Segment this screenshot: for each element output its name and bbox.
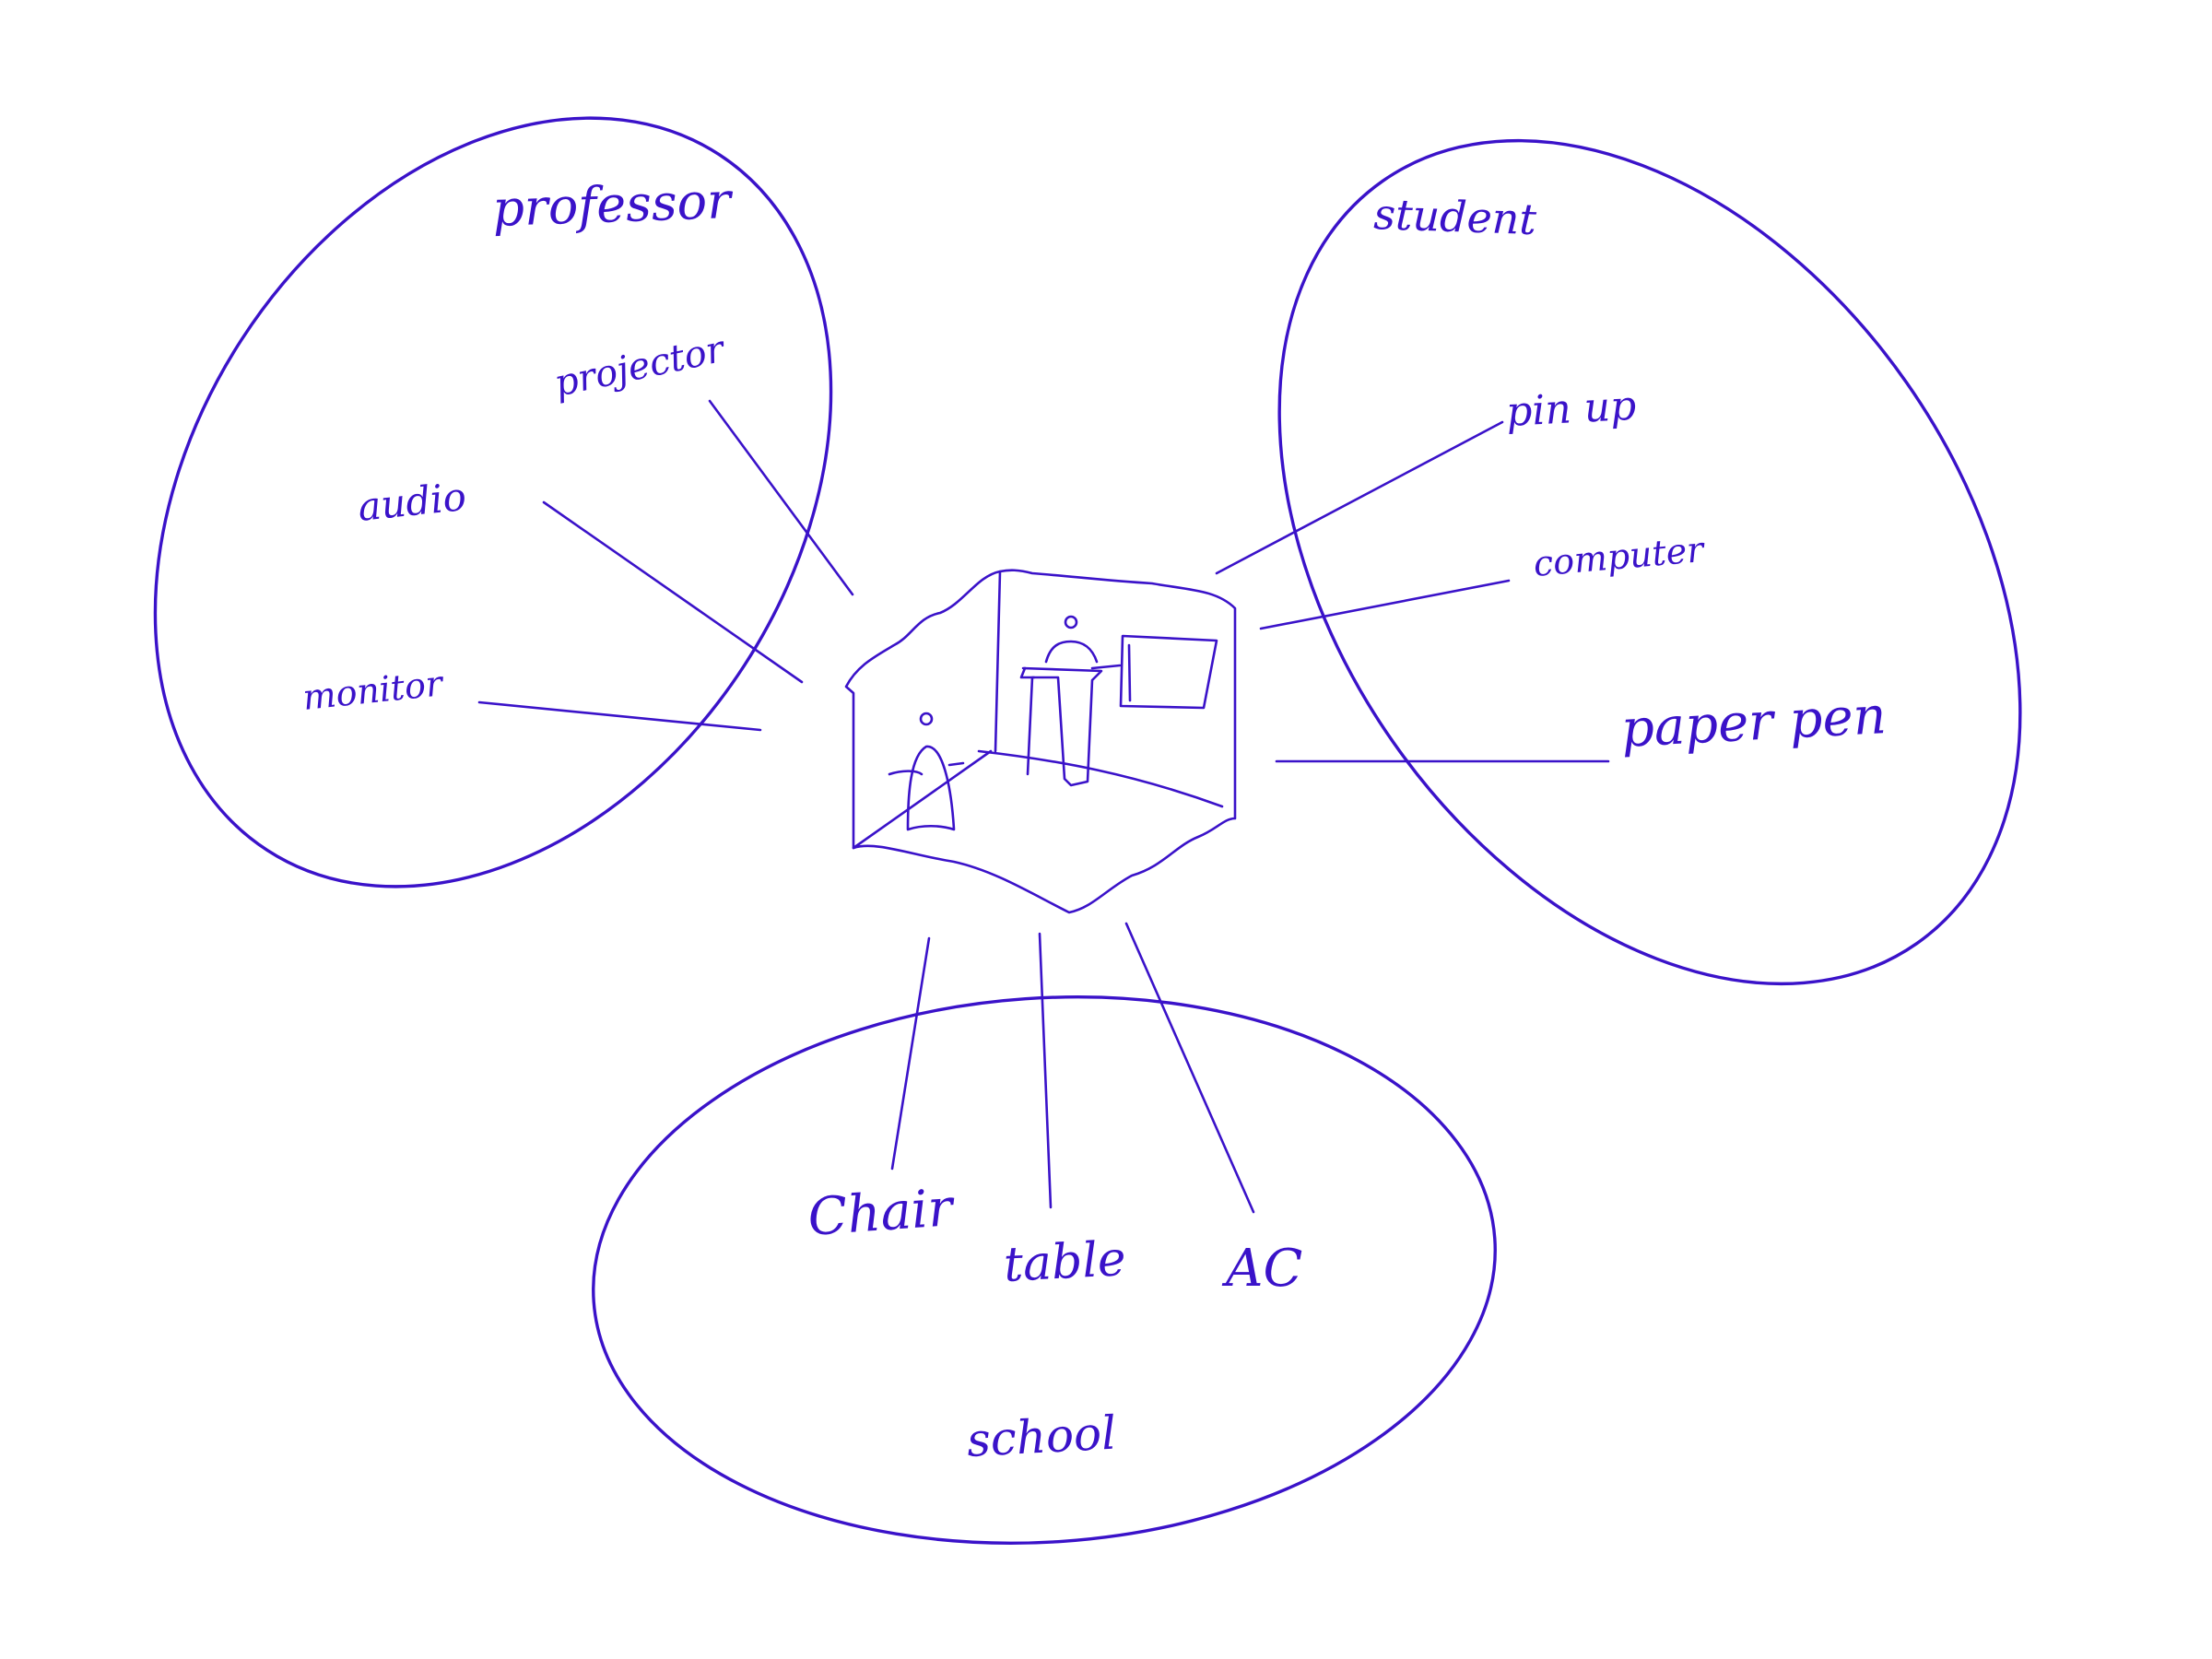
professor-group-title: professor <box>491 171 735 238</box>
item-chair: Chair <box>806 1178 957 1248</box>
connector-lines <box>477 399 1610 1214</box>
podium <box>1021 666 1103 787</box>
item-computer: computer <box>1532 529 1708 584</box>
connector-chair <box>890 936 931 1171</box>
item-paper-pen: paper pen <box>1619 686 1888 759</box>
item-ac: AC <box>1221 1239 1302 1299</box>
professor-figure-head <box>1064 615 1078 629</box>
student-group-title: student <box>1373 189 1538 244</box>
connector-table <box>1038 932 1053 1209</box>
school-cluster-ellipse <box>592 995 1497 1545</box>
item-pin-up: pin up <box>1505 382 1638 436</box>
item-projector: projector <box>551 327 731 405</box>
connector-ac <box>1124 922 1255 1214</box>
item-table: table <box>1003 1231 1128 1293</box>
school-group-title: school <box>966 1406 1118 1467</box>
podium-cable <box>1090 664 1122 670</box>
student-cluster-ellipse <box>1277 138 2022 986</box>
board-frame <box>1119 634 1218 710</box>
student-figure-head <box>919 712 934 726</box>
professor-figure-body <box>1044 640 1099 664</box>
student-desk <box>888 761 965 776</box>
floor-diagonal <box>852 749 993 850</box>
wall-corner-line <box>994 570 1002 753</box>
professor-cluster-ellipse <box>153 116 833 888</box>
classroom-outline <box>844 569 1237 914</box>
connector-audio <box>542 500 804 684</box>
board-inner <box>1127 643 1132 702</box>
connector-pin-up <box>1215 420 1504 575</box>
floor-line <box>977 749 1224 808</box>
student-chair <box>906 745 956 831</box>
classroom-sketch-icon <box>844 569 1237 914</box>
connector-projector <box>708 399 854 596</box>
item-audio: audio <box>356 474 468 530</box>
podium-top <box>1019 666 1036 679</box>
item-monitor: monitor <box>300 663 446 718</box>
connector-computer <box>1259 579 1511 630</box>
connector-monitor <box>477 700 762 732</box>
